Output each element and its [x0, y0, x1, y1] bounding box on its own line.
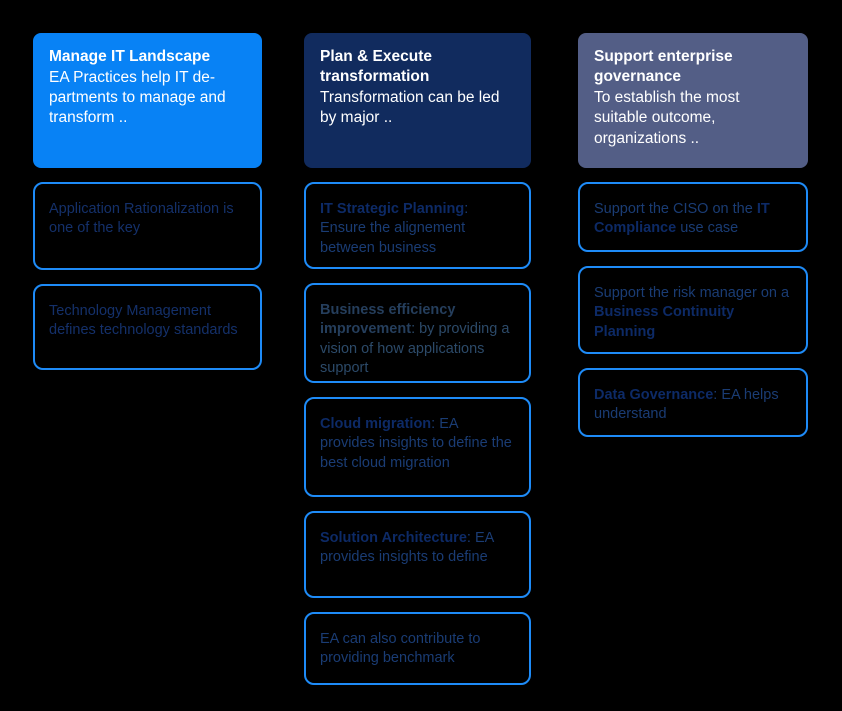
column-support-enterprise-governance: Support enterprise governance To establi…: [578, 33, 808, 451]
card-text: Support the CISO on the IT Compliance us…: [594, 200, 793, 239]
header-title: Support enterprise governance: [594, 48, 733, 86]
card-text-segment: IT Strategic Planning: [320, 201, 465, 217]
card-text: Application Rationalization is one of th…: [49, 200, 247, 239]
info-card-ea-benchmark: EA can also contribute to providing benc…: [304, 612, 531, 685]
card-text-segment: : Ensure the alignement between business: [320, 201, 469, 256]
info-card-it-strategic-planning: IT Strategic Planning: Ensure the aligne…: [304, 182, 531, 269]
header-title: Manage IT Landscape: [49, 48, 211, 65]
card-text-segment: : by providing a vision of how applicati…: [320, 321, 510, 377]
header-body: To establish the most suitable outcome, …: [594, 89, 740, 147]
header-body: Transformation can be led by major ..: [320, 89, 500, 127]
info-card-data-governance: Data Governance: EA helps understand: [578, 368, 808, 437]
header-body: EA Practices help IT de-partments to man…: [49, 69, 226, 127]
header-card-manage-it-landscape: Manage IT Landscape EA Practices help IT…: [33, 33, 262, 168]
card-text-segment: Business Continuity Planning: [594, 304, 735, 340]
info-card-business-continuity-planning: Support the risk manager on a Business C…: [578, 266, 808, 354]
info-card-it-compliance: Support the CISO on the IT Compliance us…: [578, 182, 808, 252]
card-text-segment: EA can also contribute to providing benc…: [320, 631, 481, 667]
header-title: Plan & Execute transformation: [320, 48, 432, 86]
card-text-segment: Data Governance: [594, 387, 714, 403]
card-text: Solution Architecture: EA provides insig…: [320, 529, 516, 568]
card-text: EA can also contribute to providing benc…: [320, 630, 516, 669]
card-text: Data Governance: EA helps understand: [594, 386, 793, 425]
column-plan-execute-transformation: Plan & Execute transformation Transforma…: [304, 33, 531, 699]
info-card-cloud-migration: Cloud migration: EA provides insights to…: [304, 397, 531, 497]
card-text: Support the risk manager on a Business C…: [594, 284, 793, 342]
info-card-application-rationalization: Application Rationalization is one of th…: [33, 182, 262, 270]
card-text-segment: IT Compliance: [594, 201, 770, 237]
column-manage-it-landscape: Manage IT Landscape EA Practices help IT…: [33, 33, 262, 384]
card-text-segment: Business efficiency improvement: [320, 302, 456, 338]
header-card-support-enterprise-governance: Support enterprise governance To establi…: [578, 33, 808, 168]
card-text-segment: : EA helps understand: [594, 387, 779, 423]
card-text-segment: use case: [676, 220, 739, 237]
card-text-segment: Support the CISO on the: [594, 201, 757, 217]
card-text: Cloud migration: EA provides insights to…: [320, 415, 516, 473]
card-text-segment: : EA provides insights to define the bes…: [320, 416, 512, 471]
info-card-technology-management: Technology Management defines technology…: [33, 284, 262, 370]
card-text-segment: Cloud migration: [320, 416, 432, 432]
card-text: Technology Management defines technology…: [49, 302, 247, 341]
card-text-segment: : EA provides insights to define: [320, 530, 494, 566]
card-text: Business efficiency improvement: by prov…: [320, 301, 516, 379]
card-text-segment: Solution Architecture: [320, 530, 467, 546]
card-text: IT Strategic Planning: Ensure the aligne…: [320, 200, 516, 258]
card-text-segment: Technology Management defines technology…: [49, 303, 238, 339]
card-text-segment: Application Rationalization is one of th…: [49, 201, 234, 237]
header-card-plan-execute-transformation: Plan & Execute transformation Transforma…: [304, 33, 531, 168]
card-text-segment: Support the risk manager on a: [594, 285, 790, 301]
info-card-business-efficiency-improvement: Business efficiency improvement: by prov…: [304, 283, 531, 383]
info-card-solution-architecture: Solution Architecture: EA provides insig…: [304, 511, 531, 598]
